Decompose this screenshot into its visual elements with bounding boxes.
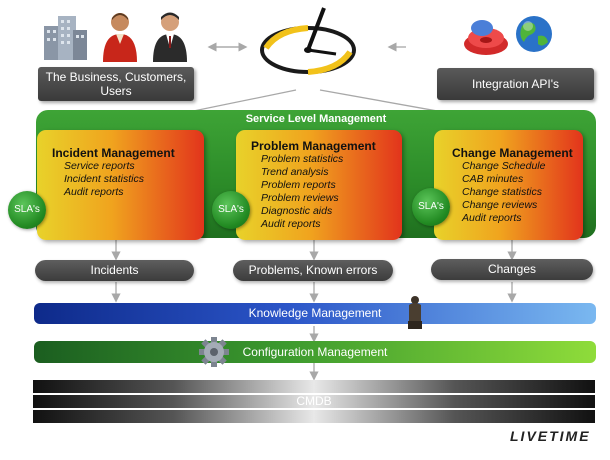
brand-logo: LIVETIME xyxy=(510,428,591,444)
gear-icon xyxy=(199,337,229,367)
list-item: Audit reports xyxy=(462,212,522,224)
incidents-pill: Incidents xyxy=(35,260,194,281)
cmdb-bar-top xyxy=(33,380,595,393)
configuration-management-bar: Configuration Management xyxy=(34,341,596,363)
statue-icon xyxy=(408,296,422,329)
list-item: Trend analysis xyxy=(261,166,329,178)
buildings-icon xyxy=(44,16,87,60)
problems-known-errors-pill: Problems, Known errors xyxy=(233,260,393,281)
cmdb-bar-middle xyxy=(33,395,595,408)
customer-person-icon xyxy=(103,13,137,62)
cmdb-label: CMDB xyxy=(296,394,332,408)
incident-management-title: Incident Management xyxy=(52,146,175,160)
list-item: Service reports xyxy=(64,160,135,172)
list-item: Change statistics xyxy=(462,186,542,198)
change-management-title: Change Management xyxy=(452,146,573,160)
incident-management-card: Incident Management Service reports Inci… xyxy=(37,130,204,240)
list-item: CAB minutes xyxy=(462,173,524,185)
list-item: Change reviews xyxy=(462,199,538,211)
integration-api-label: Integration API's xyxy=(471,77,559,91)
sla-badge-change: SLA's xyxy=(412,188,450,226)
list-item: Problem reports xyxy=(261,179,336,191)
list-item: Change Schedule xyxy=(462,160,546,172)
problem-management-card: Problem Management Problem statistics Tr… xyxy=(236,130,402,240)
stakeholders-label: The Business, Customers, Users xyxy=(45,70,187,98)
list-item: Incident statistics xyxy=(64,173,144,185)
globe-icon xyxy=(516,16,552,52)
change-management-card: Change Management Change Schedule CAB mi… xyxy=(434,130,583,240)
cmdb-bar-bottom xyxy=(33,410,595,423)
change-management-list: Change Schedule CAB minutes Change stati… xyxy=(452,160,573,225)
list-item: Audit reports xyxy=(64,186,124,198)
changes-pill: Changes xyxy=(431,259,593,280)
stakeholders-box: The Business, Customers, Users xyxy=(38,67,194,101)
knowledge-management-label: Knowledge Management xyxy=(248,306,382,320)
sla-badge-incident: SLA's xyxy=(8,191,46,229)
configuration-management-label: Configuration Management xyxy=(242,345,388,359)
list-item: Audit reports xyxy=(261,218,321,230)
list-item: Diagnostic aids xyxy=(261,205,333,217)
problem-management-title: Problem Management xyxy=(251,139,376,153)
sla-badge-problem: SLA's xyxy=(212,191,250,229)
incident-management-list: Service reports Incident statistics Audi… xyxy=(52,160,175,199)
problem-management-list: Problem statistics Trend analysis Proble… xyxy=(251,153,376,231)
service-level-management-title: Service Level Management xyxy=(245,113,387,125)
integration-api-box: Integration API's xyxy=(437,68,594,100)
clock-logo-icon xyxy=(260,7,356,75)
integration-device-icon xyxy=(464,20,508,55)
list-item: Problem statistics xyxy=(261,153,344,165)
business-person-icon xyxy=(153,12,187,62)
knowledge-management-bar: Knowledge Management xyxy=(34,303,596,324)
list-item: Problem reviews xyxy=(261,192,339,204)
